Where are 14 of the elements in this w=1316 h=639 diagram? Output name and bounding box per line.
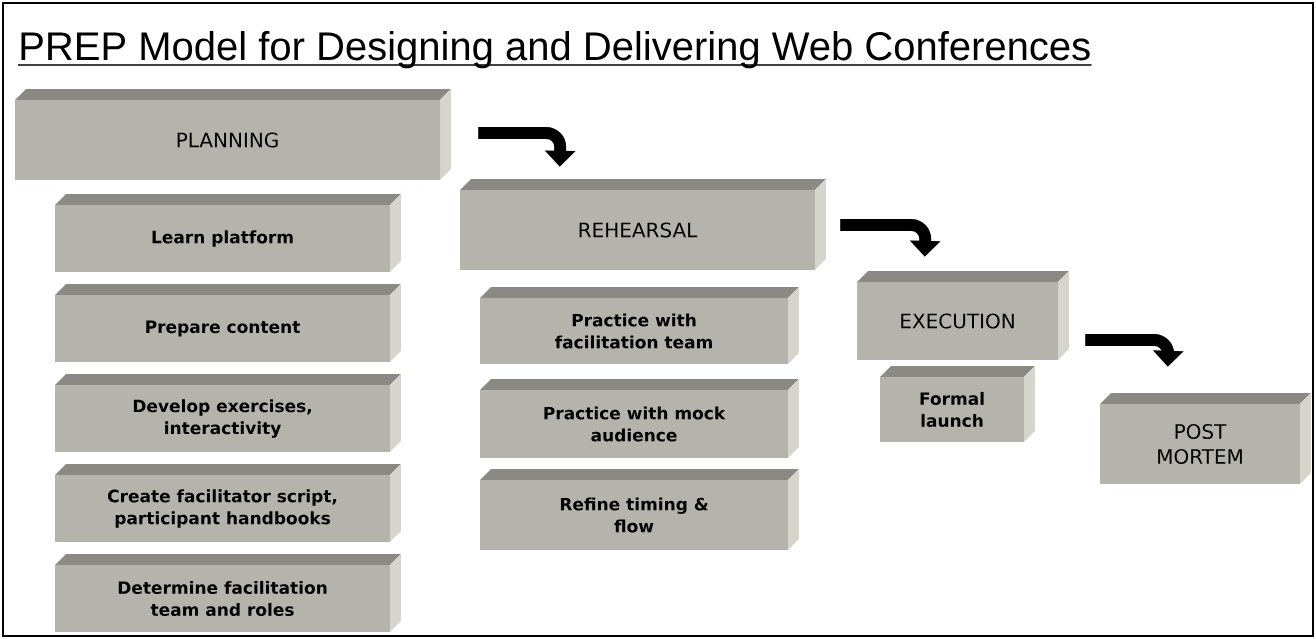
task-block: Refine timing & flow [480, 469, 799, 550]
phase-block: EXECUTION [857, 271, 1069, 360]
title: PREP Model for Designing and Delivering Web Conferences [17, 31, 1093, 69]
task-block: Create facilitator script, participant handbooks [55, 464, 401, 542]
task-block: Prepare content [55, 284, 401, 362]
task-block: Learn platform [55, 194, 401, 272]
task-block: Practice with mock audience [480, 379, 799, 458]
phase-block: PLANNING [15, 89, 451, 180]
task-block: Develop exercises, interactivity [55, 374, 401, 452]
task-block: Formal launch [880, 366, 1035, 442]
task-block: Practice with facilitation team [480, 287, 799, 364]
phase-block: REHEARSAL [460, 179, 826, 270]
task-block: Determine facilitation team and roles [55, 554, 401, 632]
phase-block: POST MORTEM [1100, 393, 1311, 484]
